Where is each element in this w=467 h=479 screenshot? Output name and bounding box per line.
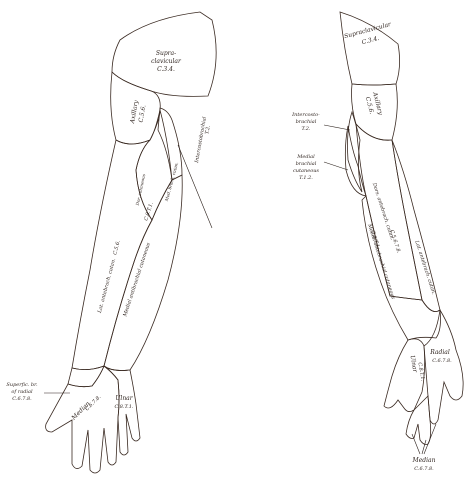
right-medial-brachial-seg: T.1.2. bbox=[299, 175, 313, 181]
right-lateral-antebrachial-label: Lat. antebrach. cutan. bbox=[413, 239, 437, 296]
right-median-leader-3 bbox=[424, 424, 436, 454]
right-median-seg: C.6.7.8. bbox=[414, 466, 434, 472]
left-lateral-antebrachial-seg: C.5.6. bbox=[112, 239, 122, 255]
right-intercostobrachial-label-2: brachial bbox=[296, 119, 317, 125]
left-lateral-antebrachial-label: Lat. antebrach. cutan. bbox=[97, 257, 118, 314]
left-ulnar-label: Ulnar bbox=[115, 395, 133, 402]
left-intercostobrachial-seg: T.2. bbox=[204, 124, 212, 134]
right-median-leader-1 bbox=[412, 434, 420, 454]
right-dorsal-cutaneous-seg: C.5.6.7.8. bbox=[388, 229, 401, 254]
right-radial-seg: C.6.7.8. bbox=[432, 358, 452, 364]
left-supraclavicular-seg: C.3.4. bbox=[157, 66, 175, 73]
right-median-leader-2 bbox=[422, 440, 426, 454]
right-medial-brachial-label-3: cutaneous bbox=[293, 168, 319, 174]
left-ulnar-region bbox=[104, 366, 140, 455]
left-superficial-radial-seg: C.6.7.8. bbox=[12, 396, 32, 402]
left-axillary-seg: C.5.6. bbox=[138, 104, 148, 123]
right-medial-brachial-label-1: Medial bbox=[296, 154, 315, 160]
right-arm: Supraclavicular C.3.4. Axillary C.5.6. I… bbox=[291, 12, 463, 472]
right-medial-brachial-label-2: brachial bbox=[296, 161, 317, 167]
right-radial-label: Radial bbox=[429, 349, 450, 356]
left-intercostobrachial-label: Intercostobrachial bbox=[194, 116, 208, 164]
left-ulnar-seg: C.8.T.1. bbox=[115, 404, 134, 410]
right-radial-region bbox=[424, 310, 463, 424]
left-intercostobrachial-region bbox=[158, 108, 182, 180]
left-medial-brachial-label: Med. brach. cutan. bbox=[164, 162, 180, 203]
left-medial-antebrachial-seg: C.8.T.1. bbox=[143, 201, 155, 221]
right-intercostobrachial-seg: T.2. bbox=[302, 126, 311, 132]
left-median-region bbox=[46, 366, 119, 473]
left-supraclavicular-label-2: clavicular bbox=[151, 58, 182, 65]
right-supraclavicular-seg: C.3.4. bbox=[361, 35, 380, 46]
right-intercostobrachial-label-1: Intercosto- bbox=[291, 112, 320, 118]
right-supraclavicular-region bbox=[340, 12, 400, 85]
right-median-region bbox=[406, 396, 431, 445]
right-intercostobrachial-leader bbox=[324, 125, 350, 130]
left-supraclavicular-label-1: Supra- bbox=[156, 50, 176, 57]
right-intercostobrachial-region bbox=[348, 112, 363, 192]
left-dorsal-cutaneous-label: Dor. cutaneous bbox=[135, 174, 147, 207]
right-medial-brachial-leader bbox=[324, 162, 348, 170]
left-superficial-radial-label-1: Superfic. br. bbox=[6, 382, 38, 388]
left-superficial-radial-label-2: of radial bbox=[11, 389, 33, 395]
right-median-label: Median bbox=[412, 457, 436, 464]
left-arm: Supra- clavicular C.3.4. Axillary C.5.6.… bbox=[6, 12, 216, 473]
